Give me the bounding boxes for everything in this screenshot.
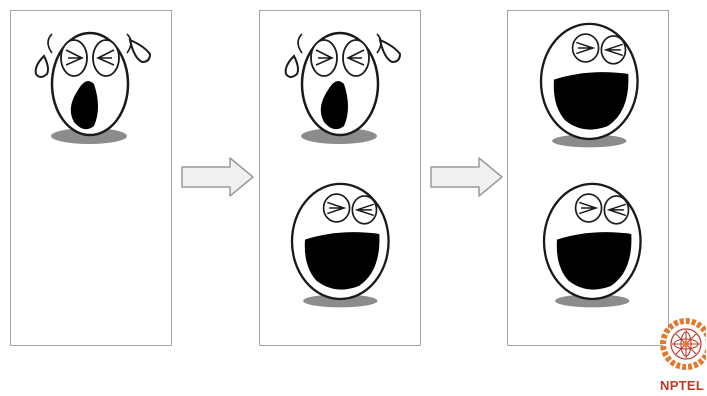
logo-text: NPTEL (660, 378, 704, 393)
arrow-right-icon (180, 156, 256, 198)
laughing-face-icon (523, 22, 663, 152)
crying-face-icon (272, 18, 412, 148)
arrow-right-icon (429, 156, 505, 198)
laughing-face-icon (526, 182, 666, 312)
laughing-face-icon (274, 182, 414, 312)
crying-face-icon (22, 18, 162, 148)
